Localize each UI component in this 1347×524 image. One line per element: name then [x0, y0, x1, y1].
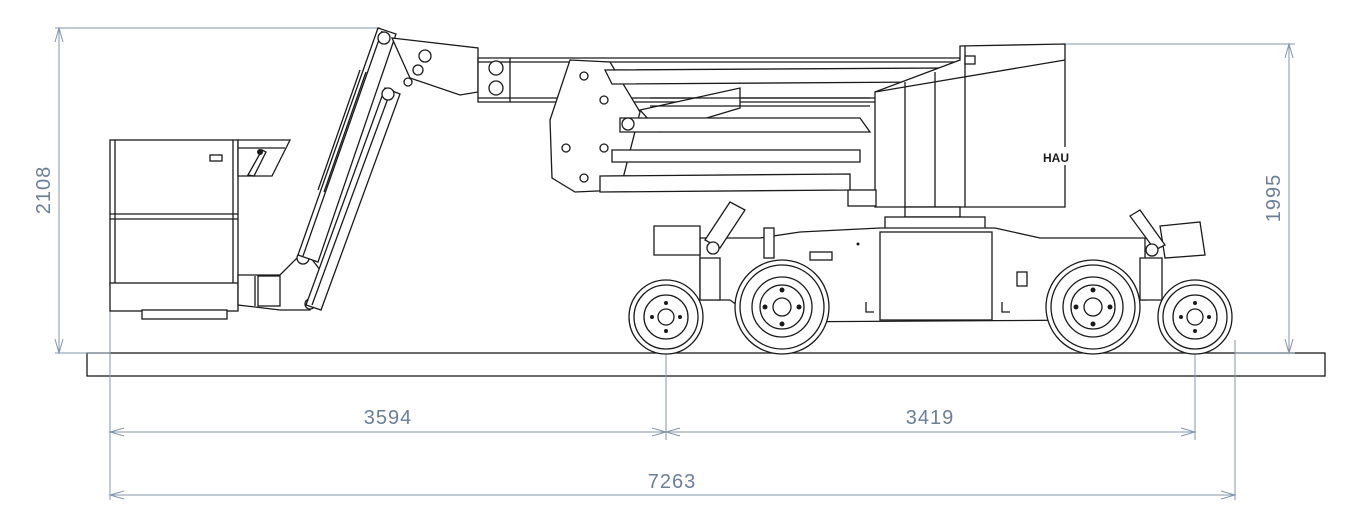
- machine-logo: HAU: [1043, 151, 1069, 165]
- boom-bracket: [549, 59, 941, 193]
- wheelbase-rear-label: 3419: [906, 407, 955, 429]
- jib-rotator: [237, 249, 321, 311]
- dimension-wheelbase: 3594 3419 7263: [108, 300, 1237, 500]
- ground-plate: [86, 352, 1326, 377]
- platform-height-label: 2108: [33, 166, 55, 215]
- overall-length-label: 7263: [648, 471, 697, 493]
- upper-arm: [297, 27, 479, 311]
- chassis: [653, 201, 1206, 323]
- wheel-front-small: [628, 279, 704, 355]
- chassis-height-label: 1995: [1263, 174, 1285, 223]
- wheel-front-large: [734, 259, 830, 355]
- wheelbase-front-label: 3594: [364, 407, 413, 429]
- turret: HAU: [847, 43, 1069, 230]
- dimension-platform-height: 2108: [33, 26, 380, 355]
- wheel-rear-large: [1045, 259, 1141, 355]
- platform-basket: [109, 139, 292, 320]
- wheel-rear-small: [1157, 279, 1233, 355]
- dimension-chassis-height: 1995: [1065, 42, 1295, 355]
